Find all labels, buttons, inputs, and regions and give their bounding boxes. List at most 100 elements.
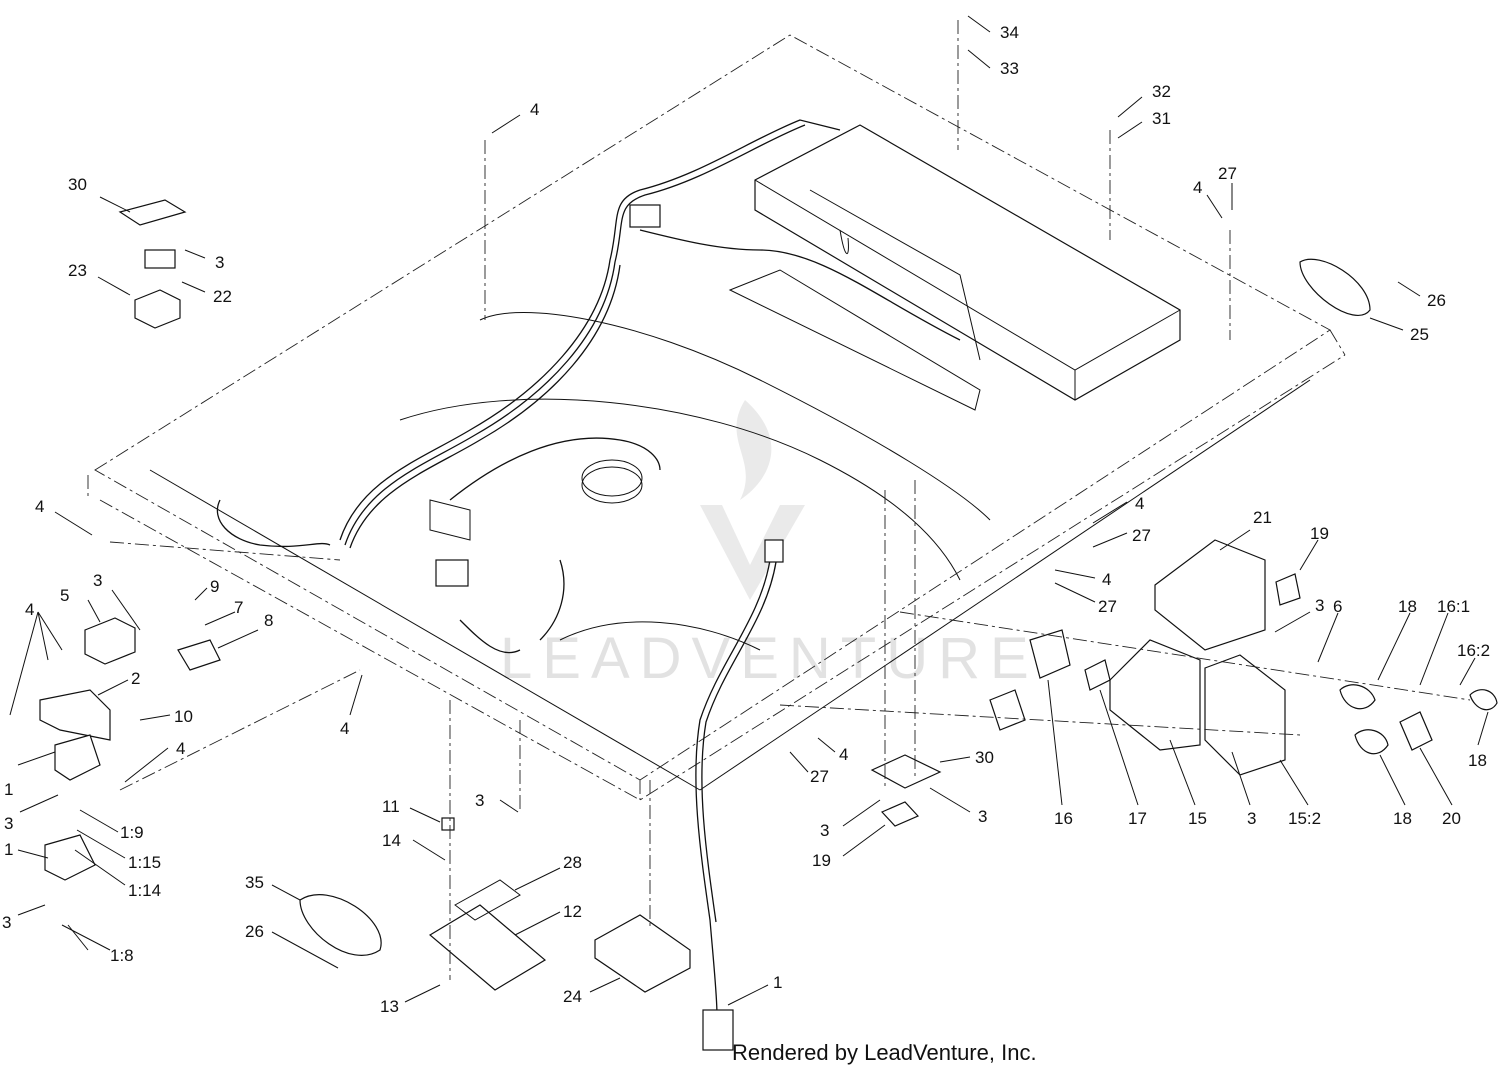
callout-1-9: 1:9 bbox=[120, 823, 144, 842]
callout-27: 27 bbox=[1132, 526, 1151, 545]
callout-4: 4 bbox=[1193, 178, 1202, 197]
knob-18c bbox=[1354, 729, 1389, 755]
callout-25: 25 bbox=[1410, 325, 1429, 344]
callout-16: 16 bbox=[1054, 809, 1073, 828]
knob-18b bbox=[1469, 689, 1498, 711]
render-credit: Rendered by LeadVenture, Inc. bbox=[732, 1040, 1037, 1065]
callout-6: 6 bbox=[1333, 597, 1342, 616]
callout-30: 30 bbox=[975, 748, 994, 767]
callout-3: 3 bbox=[475, 791, 484, 810]
battery-box bbox=[728, 124, 1181, 411]
assembly-lines bbox=[109, 20, 1231, 980]
callout-3: 3 bbox=[820, 821, 829, 840]
callout-15: 15 bbox=[1188, 809, 1207, 828]
bracket-12 bbox=[428, 904, 547, 991]
fuse-holder-1b bbox=[44, 834, 96, 881]
callout-9: 9 bbox=[210, 577, 219, 596]
callout-4: 4 bbox=[1102, 570, 1111, 589]
callout-14: 14 bbox=[382, 831, 401, 850]
parts-right bbox=[779, 258, 1498, 827]
key-switch-16b bbox=[989, 689, 1026, 731]
callout-26: 26 bbox=[245, 922, 264, 941]
bracket-30b bbox=[870, 754, 942, 789]
callout-4: 4 bbox=[1135, 494, 1144, 513]
callout-15-2: 15:2 bbox=[1288, 809, 1321, 828]
callout-8: 8 bbox=[264, 611, 273, 630]
callout-3: 3 bbox=[4, 814, 13, 833]
callout-3: 3 bbox=[1247, 809, 1256, 828]
switch-19b bbox=[880, 801, 920, 827]
callout-21: 21 bbox=[1253, 508, 1272, 527]
callout-23: 23 bbox=[68, 261, 87, 280]
key-switch-16 bbox=[1029, 629, 1071, 679]
callout-18: 18 bbox=[1393, 809, 1412, 828]
callout-2: 2 bbox=[131, 669, 140, 688]
callout-4: 4 bbox=[340, 719, 349, 738]
switch-17 bbox=[1084, 659, 1111, 691]
callout-18: 18 bbox=[1468, 751, 1487, 770]
parts-left bbox=[39, 199, 691, 993]
callout-5: 5 bbox=[60, 586, 69, 605]
callout-24: 24 bbox=[563, 987, 582, 1006]
switch-19 bbox=[1275, 573, 1301, 606]
callout-22: 22 bbox=[213, 287, 232, 306]
callout-31: 31 bbox=[1152, 109, 1171, 128]
callout-26: 26 bbox=[1427, 291, 1446, 310]
callout-16-2: 16:2 bbox=[1457, 641, 1490, 660]
callout-4: 4 bbox=[839, 745, 848, 764]
callout-4: 4 bbox=[25, 600, 34, 619]
wiring-harness bbox=[216, 119, 961, 1051]
callout-4: 4 bbox=[530, 100, 539, 119]
callout-1-14: 1:14 bbox=[128, 881, 161, 900]
nut-11 bbox=[441, 817, 455, 831]
callout-27: 27 bbox=[1098, 597, 1117, 616]
leader-lines bbox=[9, 15, 1489, 1006]
callout-33: 33 bbox=[1000, 59, 1019, 78]
callout-18: 18 bbox=[1398, 597, 1417, 616]
watermark-text: LEADVENTURE bbox=[500, 626, 1039, 691]
flame-logo-icon bbox=[700, 400, 805, 600]
knob-18a bbox=[1339, 684, 1376, 710]
callout-13: 13 bbox=[380, 997, 399, 1016]
callout-19: 19 bbox=[1310, 524, 1329, 543]
bracket-2 bbox=[39, 689, 111, 741]
callout-35: 35 bbox=[245, 873, 264, 892]
callout-20: 20 bbox=[1442, 809, 1461, 828]
callout-17: 17 bbox=[1128, 809, 1147, 828]
callout-7: 7 bbox=[234, 598, 243, 617]
callout-34: 34 bbox=[1000, 23, 1019, 42]
label-28 bbox=[454, 879, 521, 921]
switch-23 bbox=[134, 289, 181, 329]
callout-1-8: 1:8 bbox=[110, 946, 134, 965]
callout-10: 10 bbox=[174, 707, 193, 726]
callout-3: 3 bbox=[93, 571, 102, 590]
callout-16-1: 16:1 bbox=[1437, 597, 1470, 616]
callout-1: 1 bbox=[773, 973, 782, 992]
callout-1: 1 bbox=[4, 780, 13, 799]
switch-20 bbox=[1399, 711, 1433, 751]
callout-11: 11 bbox=[382, 797, 400, 816]
callout-27: 27 bbox=[1218, 164, 1237, 183]
callout-1-15: 1:15 bbox=[128, 853, 161, 872]
cover-35 bbox=[299, 894, 382, 956]
plate-15 bbox=[1109, 639, 1201, 751]
callout-32: 32 bbox=[1152, 82, 1171, 101]
cover-25 bbox=[1299, 258, 1371, 316]
callout-19: 19 bbox=[812, 851, 831, 870]
callout-27: 27 bbox=[810, 767, 829, 786]
callout-3: 3 bbox=[215, 253, 224, 272]
bracket-30 bbox=[118, 199, 187, 226]
fuse-holder-1 bbox=[54, 734, 101, 781]
callout-3: 3 bbox=[978, 807, 987, 826]
callout-4: 4 bbox=[35, 497, 44, 516]
callout-labels: 34 33 32 31 4 30 3 22 23 4 27 26 25 4 4 … bbox=[2, 23, 1490, 1016]
panel-21 bbox=[1154, 539, 1266, 651]
callout-1: 1 bbox=[4, 840, 13, 859]
platform-frame bbox=[87, 34, 1346, 801]
callout-3: 3 bbox=[2, 913, 11, 932]
callout-30: 30 bbox=[68, 175, 87, 194]
callout-3: 3 bbox=[1315, 596, 1324, 615]
spacer-22 bbox=[144, 249, 176, 269]
underbody bbox=[399, 312, 991, 651]
